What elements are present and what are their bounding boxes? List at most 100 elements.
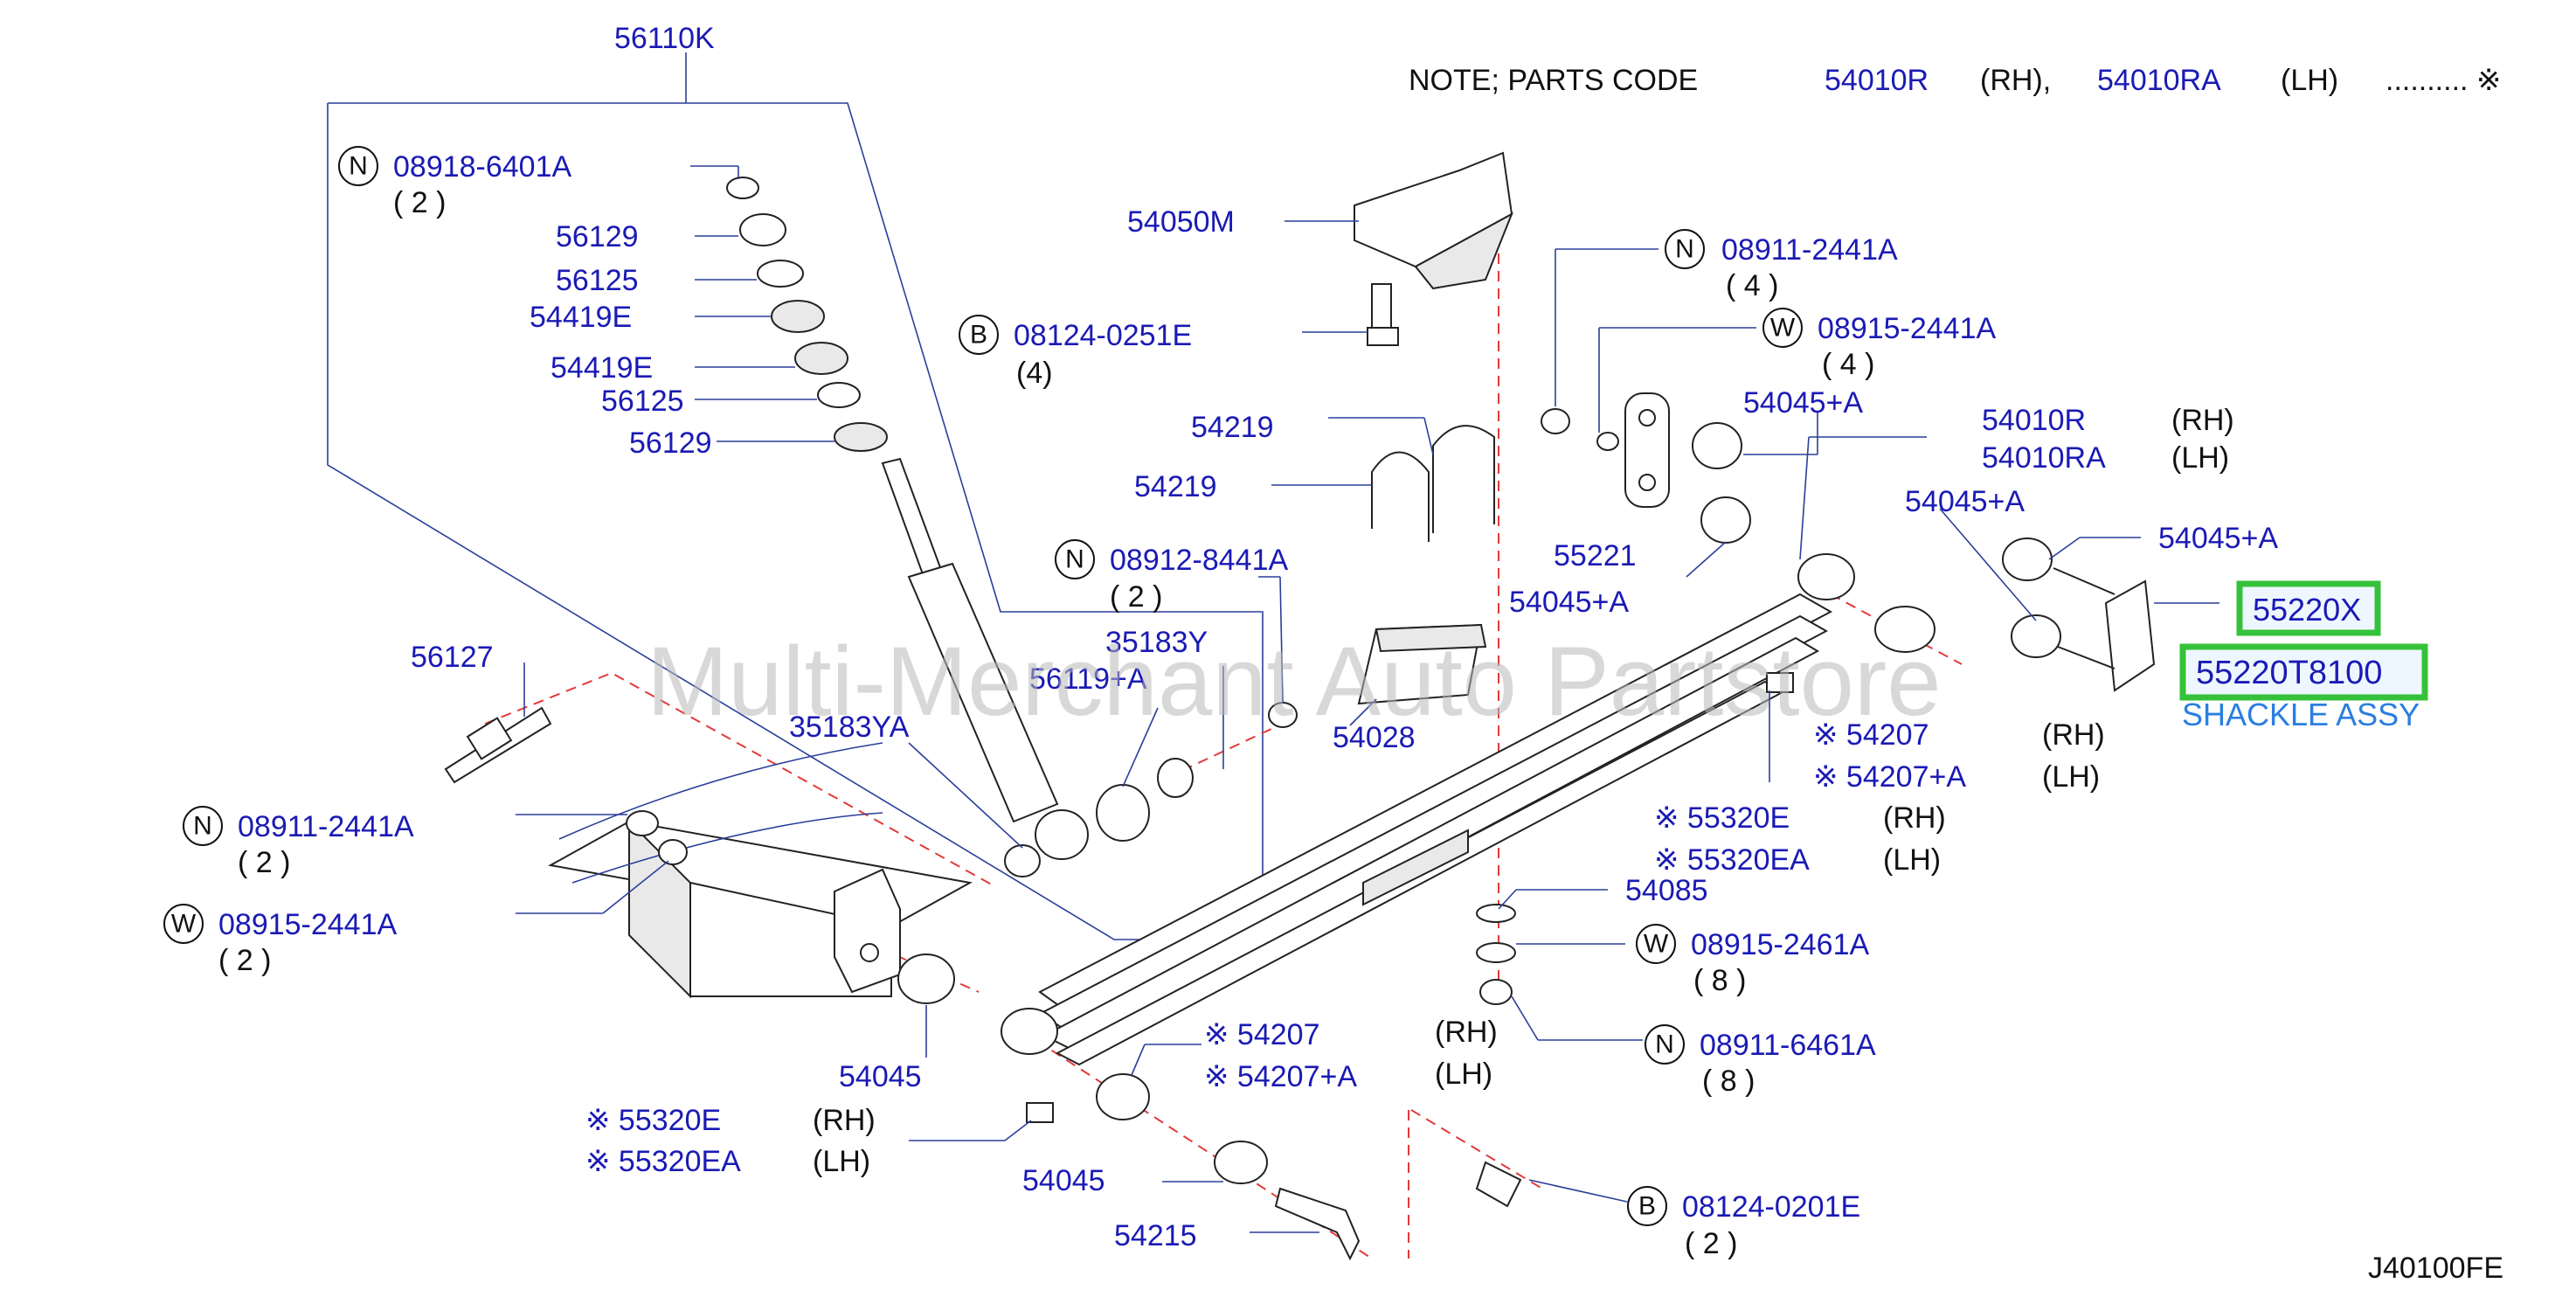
callout-54085[interactable]: 54085 (1625, 874, 1708, 907)
note-lh: (LH) (2281, 64, 2338, 97)
circle-w-08915-top: W (1762, 308, 1803, 348)
side-54010RA: (LH) (2171, 441, 2229, 475)
spring-seat-bracket[interactable] (1354, 151, 1513, 346)
top-bushings (726, 177, 888, 452)
callout-54207A-r[interactable]: ※ 54207+A (1813, 760, 1966, 794)
callout-54045-b[interactable]: 54045 (1022, 1164, 1105, 1197)
circle-n-08911-6461: N (1645, 1024, 1685, 1065)
side-lh-m: (LH) (1435, 1058, 1492, 1091)
callout-54045A-a[interactable]: 54045+A (1743, 386, 1863, 420)
callout-08911-2441A-top[interactable]: 08911-2441A (1721, 233, 1898, 267)
callout-35183Y[interactable]: 35183Y (1105, 626, 1208, 659)
qty-08911-6461: ( 8 ) (1702, 1065, 1755, 1098)
callout-56110K[interactable]: 56110K (614, 22, 715, 55)
circle-n-08912: N (1055, 539, 1095, 579)
callout-08911-6461A[interactable]: 08911-6461A (1700, 1029, 1876, 1062)
callout-54215[interactable]: 54215 (1114, 1219, 1197, 1252)
hardware-left (626, 810, 1522, 1261)
callout-56129-a[interactable]: 56129 (556, 220, 639, 253)
callout-08915-2461A[interactable]: 08915-2461A (1691, 928, 1870, 961)
callout-54010RA[interactable]: 54010RA (1982, 441, 2106, 475)
circle-w-08915-2461: W (1636, 924, 1676, 964)
circle-n-08911-top: N (1665, 229, 1705, 269)
note-code-lh[interactable]: 54010RA (2097, 64, 2221, 97)
callout-56125-a[interactable]: 56125 (556, 264, 639, 297)
callout-54045A-c[interactable]: 54045+A (1905, 485, 2025, 518)
circle-n-08918: N (338, 146, 378, 186)
callout-08124-0251E[interactable]: 08124-0251E (1014, 319, 1192, 352)
callout-54219-b[interactable]: 54219 (1134, 470, 1217, 503)
callout-54028[interactable]: 54028 (1333, 721, 1416, 754)
svg-text:W: W (1770, 314, 1796, 343)
qty-08124-201: ( 2 ) (1685, 1227, 1737, 1260)
callout-55320E-l[interactable]: ※ 55320E (585, 1104, 721, 1137)
circle-markers: N B N W N N W W N B (163, 146, 1803, 1226)
callout-08912-8441A[interactable]: 08912-8441A (1110, 544, 1289, 577)
qty-08911-left: ( 2 ) (238, 846, 290, 879)
circle-b-08124-201: B (1627, 1186, 1667, 1226)
u-bolts[interactable] (1371, 425, 1495, 542)
callout-54219-a[interactable]: 54219 (1191, 411, 1274, 444)
callout-56127[interactable]: 56127 (411, 641, 494, 674)
part-55220X[interactable]: 55220X (2253, 592, 2361, 628)
callout-54207A-l[interactable]: ※ 54207+A (1204, 1060, 1357, 1093)
svg-text:N: N (193, 812, 212, 841)
highlight-box-55220X[interactable] (2236, 580, 2381, 636)
note-prefix: NOTE; PARTS CODE (1409, 64, 1698, 97)
callout-54045A-d[interactable]: 54045+A (2158, 522, 2278, 555)
circle-n-08911-left: N (183, 806, 223, 846)
callout-08915-2441A-left[interactable]: 08915-2441A (218, 908, 398, 941)
callout-55320EA-l[interactable]: ※ 55320EA (585, 1145, 741, 1178)
callout-55320E-r[interactable]: ※ 55320E (1654, 801, 1790, 835)
callout-54207-r[interactable]: ※ 54207 (1813, 718, 1929, 752)
callout-54010R[interactable]: 54010R (1982, 404, 2086, 437)
frame-bracket (834, 868, 901, 994)
callout-56125-b[interactable]: 56125 (601, 385, 684, 418)
callout-54045A-b[interactable]: 54045+A (1509, 586, 1629, 619)
spring-pad[interactable] (1357, 623, 1487, 705)
callout-54050M[interactable]: 54050M (1127, 205, 1235, 239)
side-rh-m: (RH) (1435, 1016, 1498, 1049)
svg-text:B: B (970, 321, 987, 350)
leaf-spring[interactable] (1001, 553, 1855, 1066)
highlight-box-55220T8100[interactable] (2179, 643, 2428, 701)
callout-08911-2441A-left[interactable]: 08911-2441A (238, 810, 414, 843)
shackle-assy-highlight: 55220X 55220T8100 SHACKLE ASSY (2179, 580, 2428, 732)
shock-absorber[interactable] (881, 457, 1089, 877)
callout-08915-2441A-top[interactable]: 08915-2441A (1818, 312, 1997, 345)
part-55220T8100[interactable]: 55220T8100 (2196, 655, 2382, 691)
frame-rail (548, 742, 973, 999)
callout-54419E-a[interactable]: 54419E (530, 301, 632, 334)
side-55320E-r: (RH) (1883, 801, 1946, 835)
shackle-assy[interactable] (2002, 538, 2156, 692)
callout-56129-b[interactable]: 56129 (629, 427, 712, 460)
note-code-rh[interactable]: 54010R (1825, 64, 1929, 97)
watermark: Multi-Merchant Auto Partstore (647, 627, 1941, 736)
svg-text:B: B (1638, 1192, 1656, 1221)
qty-08915-2461: ( 8 ) (1693, 964, 1746, 997)
callout-labels: 56110K 08918-6401A ( 2 ) 56129 56125 544… (218, 22, 2278, 1260)
note-rh: (RH), (1980, 64, 2051, 97)
svg-text:N: N (1655, 1030, 1674, 1059)
callout-35183YA[interactable]: 35183YA (789, 711, 910, 744)
callout-54045-l[interactable]: 54045 (839, 1060, 922, 1093)
leader-lines (516, 165, 2219, 1233)
callout-56119A[interactable]: 56119+A (1029, 662, 1147, 696)
callout-54207-l[interactable]: ※ 54207 (1204, 1018, 1319, 1051)
shackle-bushings (1692, 422, 1935, 653)
callout-08124-0201E[interactable]: 08124-0201E (1682, 1190, 1860, 1224)
qty-08918: ( 2 ) (393, 186, 446, 219)
callout-54419E-b[interactable]: 54419E (551, 351, 653, 385)
side-55320EA-r: (LH) (1883, 843, 1941, 877)
shackle-plate[interactable] (1624, 392, 1670, 508)
callout-08918-6401A[interactable]: 08918-6401A (393, 150, 572, 184)
svg-text:N: N (349, 152, 368, 181)
callout-55221[interactable]: 55221 (1554, 539, 1637, 572)
callout-55320EA-r[interactable]: ※ 55320EA (1654, 843, 1810, 877)
diagram-code: J40100FE (2368, 1252, 2503, 1285)
stud-56127 (444, 706, 552, 784)
qty-08912: ( 2 ) (1110, 580, 1162, 614)
note-mark: .......... ※ (2386, 64, 2501, 97)
parts-code-note: NOTE; PARTS CODE 54010R (RH), 54010RA (L… (1409, 64, 2501, 97)
